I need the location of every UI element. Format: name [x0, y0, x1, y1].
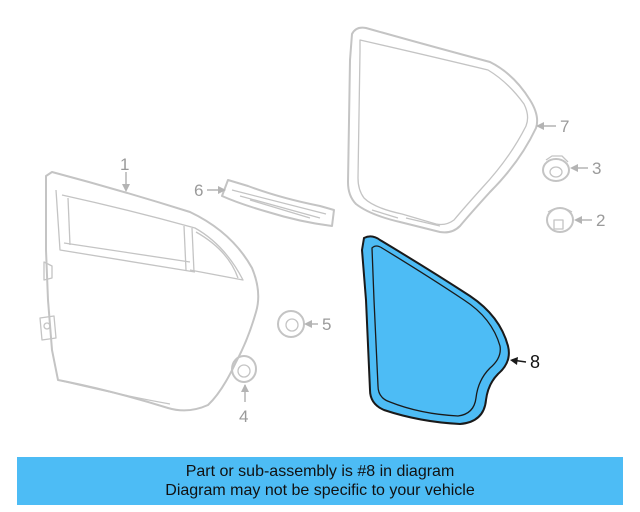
callout-7: 7 — [560, 117, 569, 136]
clip-part-3 — [542, 155, 570, 182]
weatherstrip-part — [347, 26, 539, 234]
highlighted-weatherstrip-part — [360, 235, 510, 426]
plug-part-4 — [231, 355, 257, 383]
parts-diagram: 1 6 7 3 2 5 4 — [39, 26, 605, 426]
callout-4: 4 — [239, 407, 248, 426]
callout-6: 6 — [194, 181, 203, 200]
info-banner: Part or sub-assembly is #8 in diagram Di… — [17, 457, 623, 505]
callout-2: 2 — [596, 211, 605, 230]
callout-3: 3 — [592, 159, 601, 178]
banner-line-2: Diagram may not be specific to your vehi… — [165, 482, 475, 499]
callout-5: 5 — [322, 315, 331, 334]
banner-line-1: Part or sub-assembly is #8 in diagram — [185, 463, 455, 480]
bracket-part — [221, 179, 335, 227]
callout-1: 1 — [120, 155, 129, 174]
door-shell-part — [39, 171, 260, 412]
plug-part-2 — [546, 207, 574, 233]
grommet-part-5 — [277, 310, 305, 338]
callout-8: 8 — [530, 352, 540, 372]
